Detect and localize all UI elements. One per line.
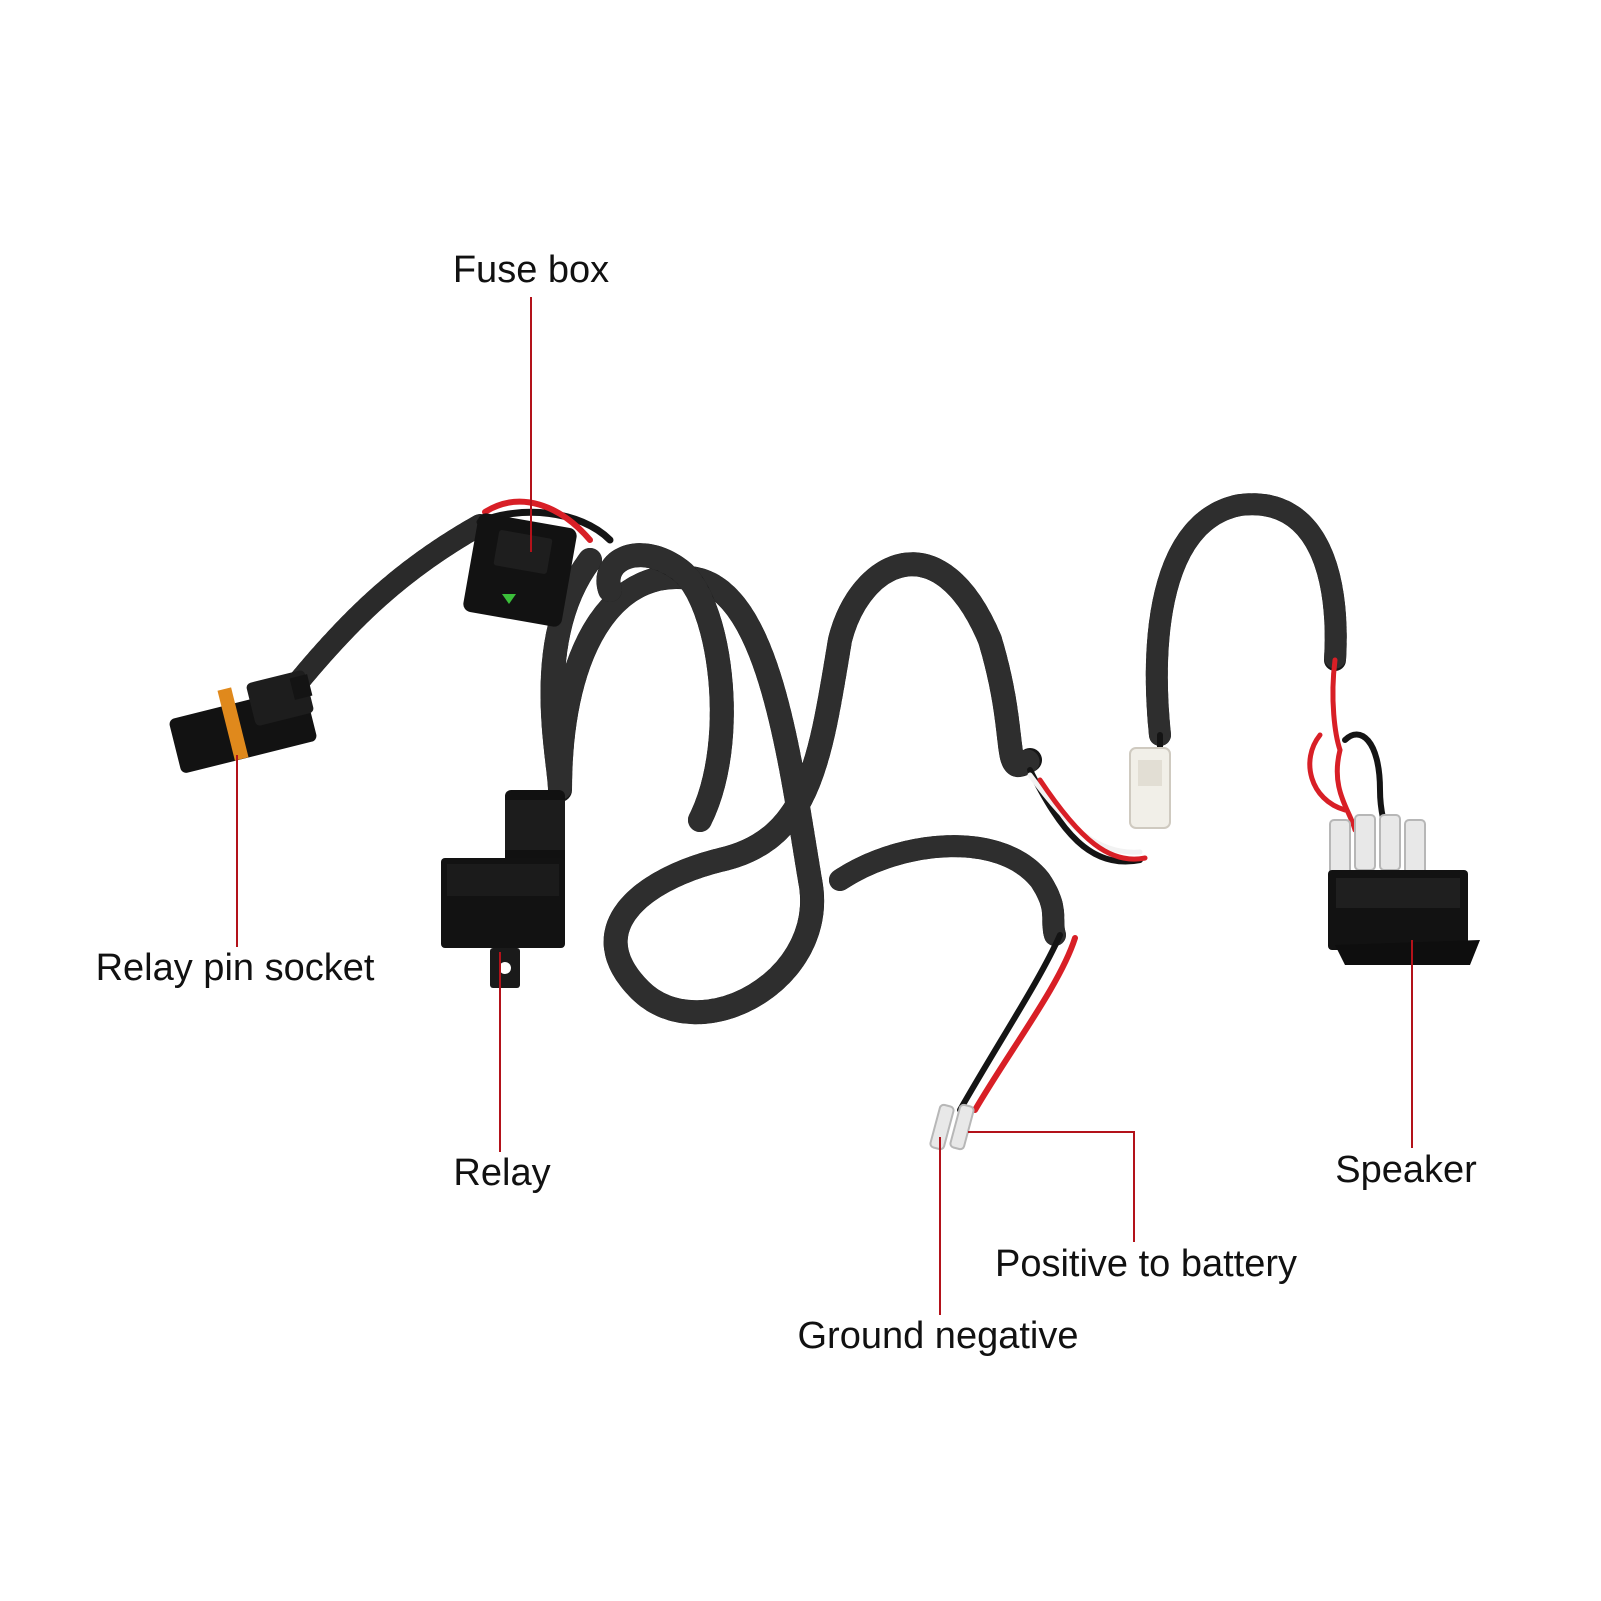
orange-seal bbox=[217, 687, 249, 761]
label-relay-pin-socket: Relay pin socket bbox=[96, 947, 375, 989]
label-speaker: Speaker bbox=[1335, 1149, 1477, 1191]
leader-lines bbox=[236, 297, 1413, 1315]
inline-connector-part bbox=[1129, 747, 1171, 829]
battery-terminals bbox=[929, 1103, 975, 1151]
label-ground-negative: Ground negative bbox=[798, 1315, 1079, 1357]
leader-positive-to-battery bbox=[968, 1131, 1135, 1242]
relay-pin-socket-part bbox=[169, 670, 317, 773]
label-relay: Relay bbox=[453, 1152, 550, 1194]
coiled-cable bbox=[289, 493, 1347, 1025]
speaker-switch-part bbox=[1328, 814, 1480, 965]
relay-part bbox=[441, 790, 565, 988]
fuse-indicator bbox=[502, 594, 516, 604]
label-fuse-box: Fuse box bbox=[453, 249, 609, 291]
fuse-box-part bbox=[463, 513, 577, 627]
label-positive-to-battery: Positive to battery bbox=[995, 1243, 1297, 1285]
